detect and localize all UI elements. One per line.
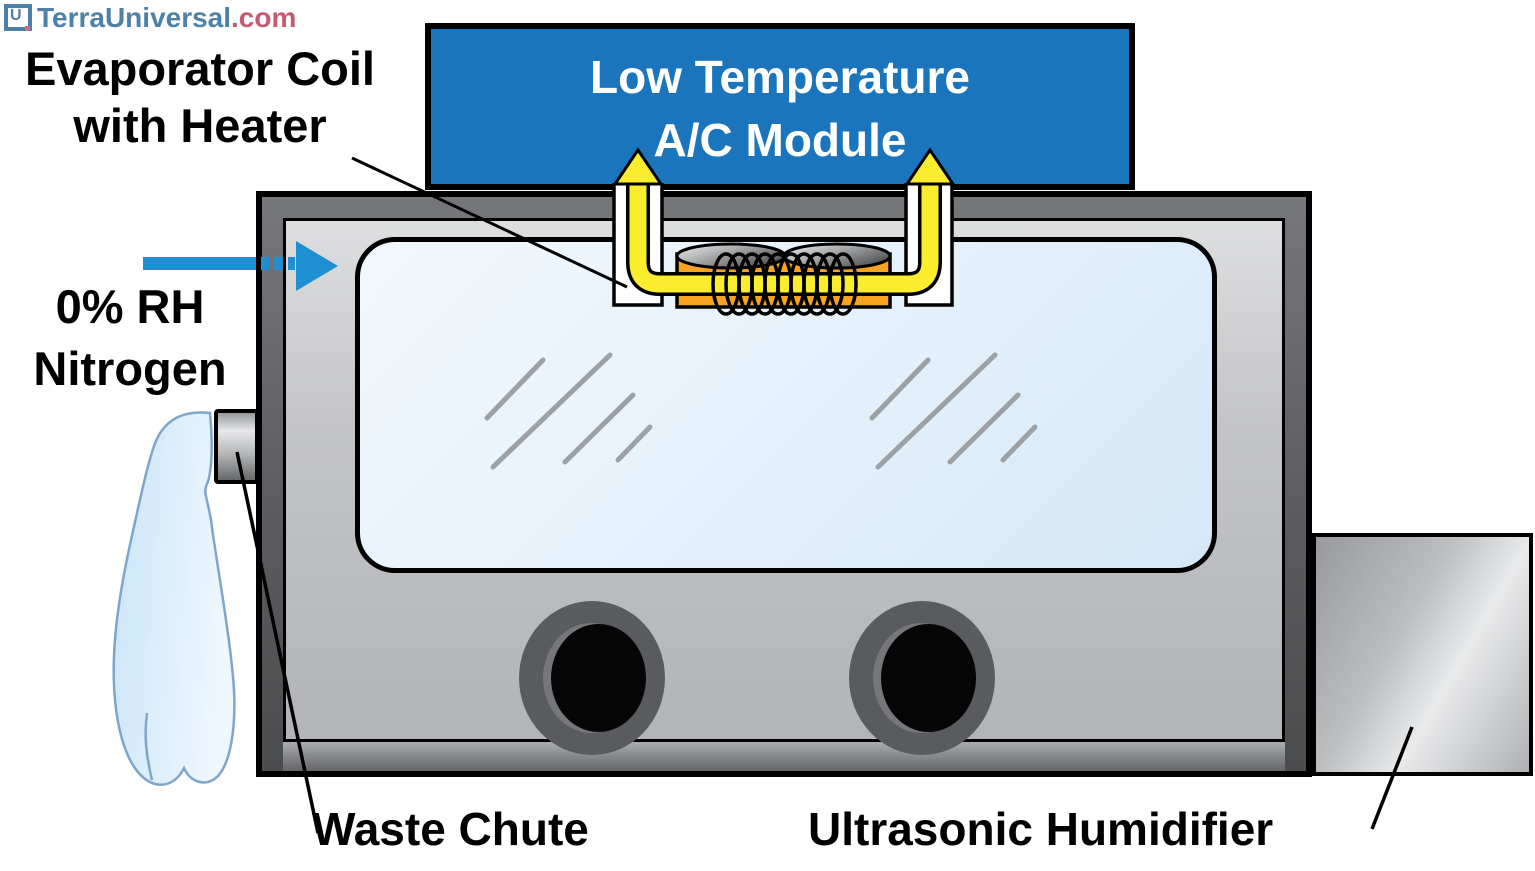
terra-universal-logo-icon: U xyxy=(4,4,32,31)
ultrasonic-humidifier-box xyxy=(1312,533,1533,776)
glove-port-right-hole xyxy=(881,624,976,732)
logo-brand-text: TerraUniversal xyxy=(37,2,232,33)
waste-bag xyxy=(112,411,236,786)
waste-chute-spout xyxy=(214,409,259,484)
ultrasonic-humidifier-label: Ultrasonic Humidifier xyxy=(808,803,1274,855)
ac-module-label-line1: Low Temperature xyxy=(590,51,970,103)
logo-tld-text: .com xyxy=(231,2,297,33)
glove-port-left-hole xyxy=(551,624,646,732)
waste-bag-crease xyxy=(144,712,154,781)
logo-wordmark: TerraUniversal.com xyxy=(37,2,296,34)
glove-port-right xyxy=(849,601,995,755)
glovebox-enclosure xyxy=(256,191,1312,777)
terra-universal-logo: U TerraUniversal.com xyxy=(4,2,296,34)
viewing-window xyxy=(355,237,1217,573)
ac-module-label-line2: A/C Module xyxy=(653,114,907,166)
enclosure-bottom-rail xyxy=(283,742,1285,771)
glove-port-left xyxy=(519,601,665,755)
waste-chute-label: Waste Chute xyxy=(312,803,589,855)
